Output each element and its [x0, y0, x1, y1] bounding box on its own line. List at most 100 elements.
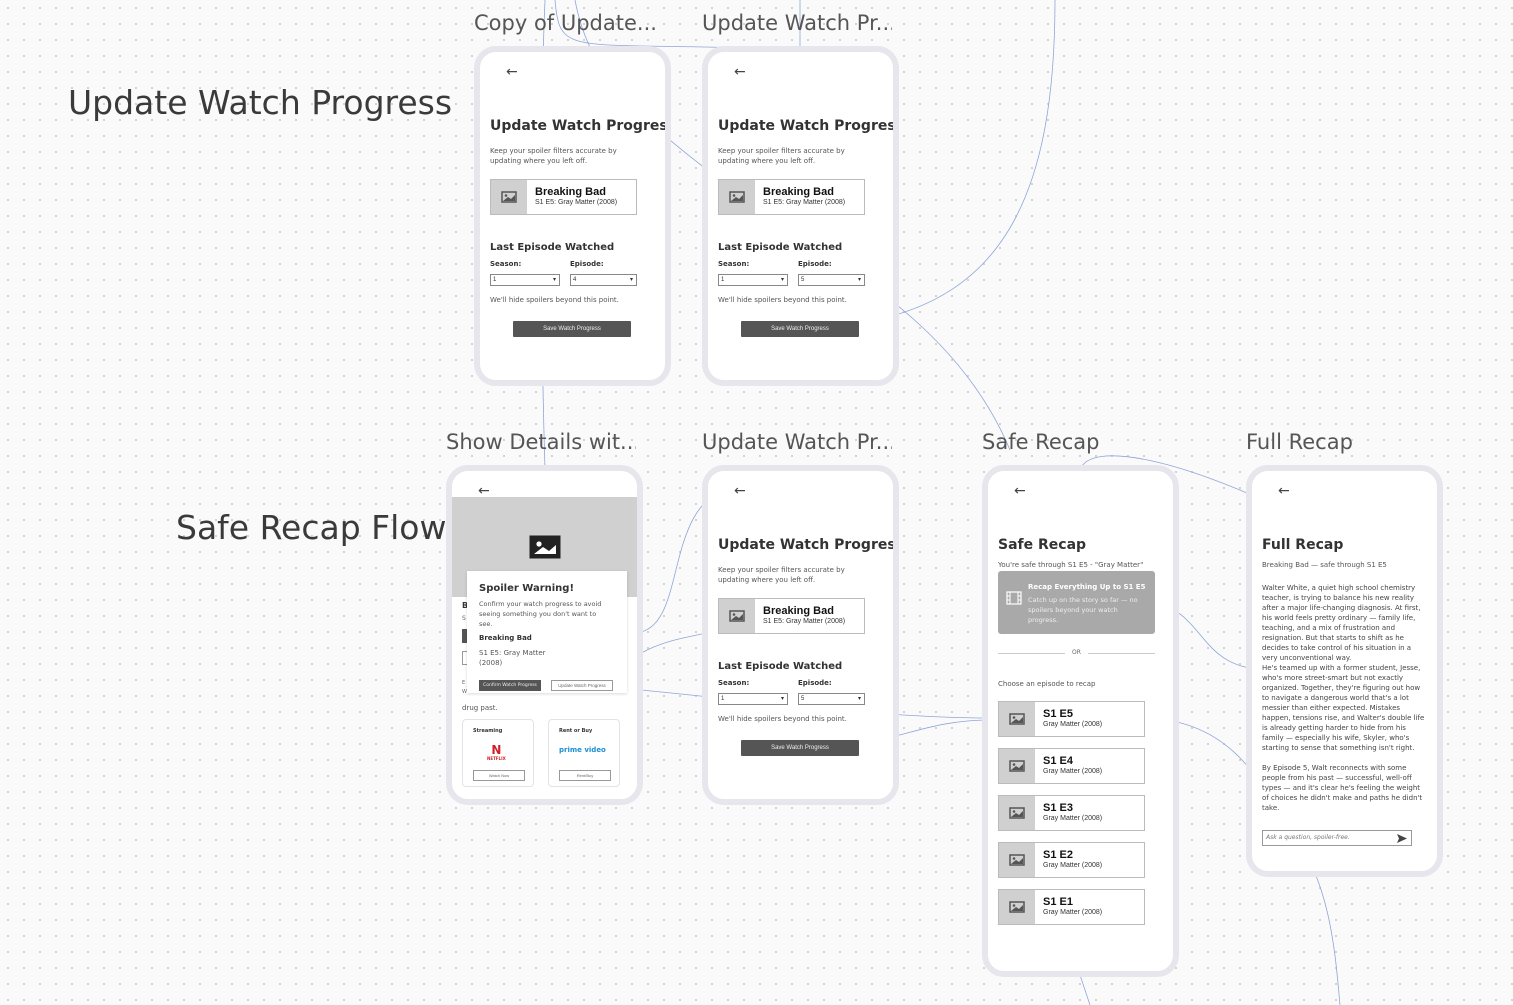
episode-name: Gray Matter (2008) — [1043, 721, 1103, 728]
spoiler-warning-modal: Spoiler Warning! Confirm your watch prog… — [467, 571, 627, 693]
image-placeholder-icon — [719, 599, 755, 633]
episode-code: S1 E4 — [1043, 755, 1073, 767]
episode-card[interactable]: S1 E1 Gray Matter (2008) — [998, 889, 1145, 925]
episode-name: Gray Matter (2008) — [1043, 815, 1103, 822]
recap-paragraph: By Episode 5, Walt reconnects with some … — [1262, 764, 1423, 812]
section-heading: Last Episode Watched — [718, 661, 843, 672]
episode-code: S1 E2 — [1043, 849, 1073, 861]
prime-video-logo: prime video — [559, 746, 606, 754]
episode-code: S1 E3 — [1043, 802, 1073, 814]
back-arrow-icon[interactable]: ← — [478, 483, 490, 499]
episode-card[interactable]: S1 E5 Gray Matter (2008) — [998, 701, 1145, 737]
image-placeholder-icon — [529, 535, 560, 559]
recap-paragraph: He's teamed up with a former student, Je… — [1262, 664, 1425, 752]
episode-select[interactable]: 5▾ — [798, 693, 865, 705]
spoiler-note: We'll hide spoilers beyond this point. — [718, 715, 847, 723]
show-subtitle: S1 E5: Gray Matter (2008) — [763, 199, 846, 206]
ask-question-placeholder: Ask a question, spoiler-free. — [1266, 834, 1350, 841]
modal-title: Spoiler Warning! — [479, 583, 575, 594]
season-select[interactable]: 1▾ — [718, 693, 788, 705]
image-placeholder-icon — [999, 749, 1035, 783]
rent-buy-button[interactable]: Rent/Buy — [559, 770, 611, 781]
season-label: Season: — [718, 679, 750, 687]
update-watch-progress-button[interactable]: Update Watch Progress — [551, 680, 613, 691]
divider — [998, 653, 1065, 654]
spoiler-note: We'll hide spoilers beyond this point. — [718, 296, 847, 304]
frame-label-copy-of-update[interactable]: Copy of Update... — [474, 11, 657, 35]
show-title: Breaking Bad — [763, 605, 834, 617]
episode-card[interactable]: S1 E2 Gray Matter (2008) — [998, 842, 1145, 878]
page-description: Keep your spoiler filters accurate by up… — [490, 147, 617, 165]
save-watch-progress-button[interactable]: Save Watch Progress — [741, 740, 859, 756]
phone-frame-safe-recap: ← Safe Recap You're safe through S1 E5 -… — [982, 465, 1179, 977]
episode-code: S1 E5 — [1043, 708, 1073, 720]
frame-label-safe-recap[interactable]: Safe Recap — [982, 430, 1100, 454]
episode-card[interactable]: S1 E4 Gray Matter (2008) — [998, 748, 1145, 784]
frame-label-full-recap[interactable]: Full Recap — [1246, 430, 1353, 454]
phone-frame-update-watch-progress: ← Update Watch Progress Keep your spoile… — [702, 46, 899, 386]
episode-label: Episode: — [798, 679, 832, 687]
back-arrow-icon[interactable]: ← — [506, 64, 518, 80]
show-subtitle: S1 E5: Gray Matter (2008) — [535, 199, 618, 206]
episode-name: Gray Matter (2008) — [1043, 862, 1103, 869]
show-card: Breaking Bad S1 E5: Gray Matter (2008) — [490, 179, 637, 215]
confirm-watch-progress-button[interactable]: Confirm Watch Progress — [479, 680, 541, 691]
save-watch-progress-button[interactable]: Save Watch Progress — [513, 321, 631, 337]
watch-now-button[interactable]: Watch Now — [473, 770, 525, 781]
page-title: Update Watch Progress — [490, 118, 671, 134]
section-heading: Last Episode Watched — [490, 242, 615, 253]
spoiler-note: We'll hide spoilers beyond this point. — [490, 296, 619, 304]
back-arrow-icon[interactable]: ← — [734, 64, 746, 80]
season-select[interactable]: 1▾ — [490, 274, 560, 286]
description-tail: drug past. — [462, 704, 498, 712]
back-arrow-icon[interactable]: ← — [1278, 483, 1290, 499]
recap-subtitle: Breaking Bad — safe through S1 E5 — [1262, 561, 1387, 569]
episode-label: Episode: — [798, 260, 832, 268]
safe-through-subtitle: You're safe through S1 E5 - "Gray Matter… — [998, 561, 1144, 569]
image-placeholder-icon — [999, 843, 1035, 877]
or-label: OR — [1072, 649, 1081, 656]
page-title: Full Recap — [1262, 537, 1344, 553]
show-card: Breaking Bad S1 E5: Gray Matter (2008) — [718, 598, 865, 634]
page-title: Update Watch Progress — [718, 118, 899, 134]
frame-label-show-details[interactable]: Show Details wit... — [446, 430, 636, 454]
frame-label-update-watch-pr[interactable]: Update Watch Pr... — [702, 11, 892, 35]
page-title: Update Watch Progress — [718, 537, 899, 553]
episode-card[interactable]: S1 E3 Gray Matter (2008) — [998, 795, 1145, 831]
episode-name: Gray Matter (2008) — [1043, 768, 1103, 775]
image-placeholder-icon — [491, 180, 527, 214]
image-placeholder-icon — [999, 702, 1035, 736]
recap-everything-button[interactable]: Recap Everything Up to S1 E5 Catch up on… — [998, 571, 1155, 634]
film-icon — [1006, 591, 1022, 605]
streaming-label: Streaming — [473, 728, 503, 734]
phone-frame-update-watch-progress-2: ← Update Watch Progress Keep your spoile… — [702, 465, 899, 805]
divider — [1088, 653, 1155, 654]
recap-cta-text: Catch up on the story so far — no spoile… — [1028, 596, 1138, 624]
modal-text: Confirm your watch progress to avoid see… — [479, 600, 602, 628]
frame-label-update-watch-pr-2[interactable]: Update Watch Pr... — [702, 430, 892, 454]
episode-code: S1 E1 — [1043, 896, 1073, 908]
image-placeholder-icon — [719, 180, 755, 214]
episode-name: Gray Matter (2008) — [1043, 909, 1103, 916]
season-label: Season: — [490, 260, 522, 268]
show-title: Breaking Bad — [763, 186, 834, 198]
background-title-fragment: B — [462, 601, 469, 610]
send-icon[interactable] — [1397, 834, 1407, 843]
save-watch-progress-button[interactable]: Save Watch Progress — [741, 321, 859, 337]
episode-select[interactable]: 4▾ — [570, 274, 637, 286]
recap-cta-title: Recap Everything Up to S1 E5 — [1028, 583, 1146, 591]
show-subtitle: S1 E5: Gray Matter (2008) — [763, 618, 846, 625]
choose-episode-label: Choose an episode to recap — [998, 680, 1096, 688]
section-title-update-watch-progress: Update Watch Progress — [68, 83, 453, 122]
section-heading: Last Episode Watched — [718, 242, 843, 253]
back-arrow-icon[interactable]: ← — [1014, 483, 1026, 499]
back-arrow-icon[interactable]: ← — [734, 483, 746, 499]
section-title-safe-recap-flow: Safe Recap Flow — [176, 508, 447, 547]
ask-question-input[interactable]: Ask a question, spoiler-free. — [1262, 830, 1412, 846]
episode-select[interactable]: 5▾ — [798, 274, 865, 286]
season-select[interactable]: 1▾ — [718, 274, 788, 286]
